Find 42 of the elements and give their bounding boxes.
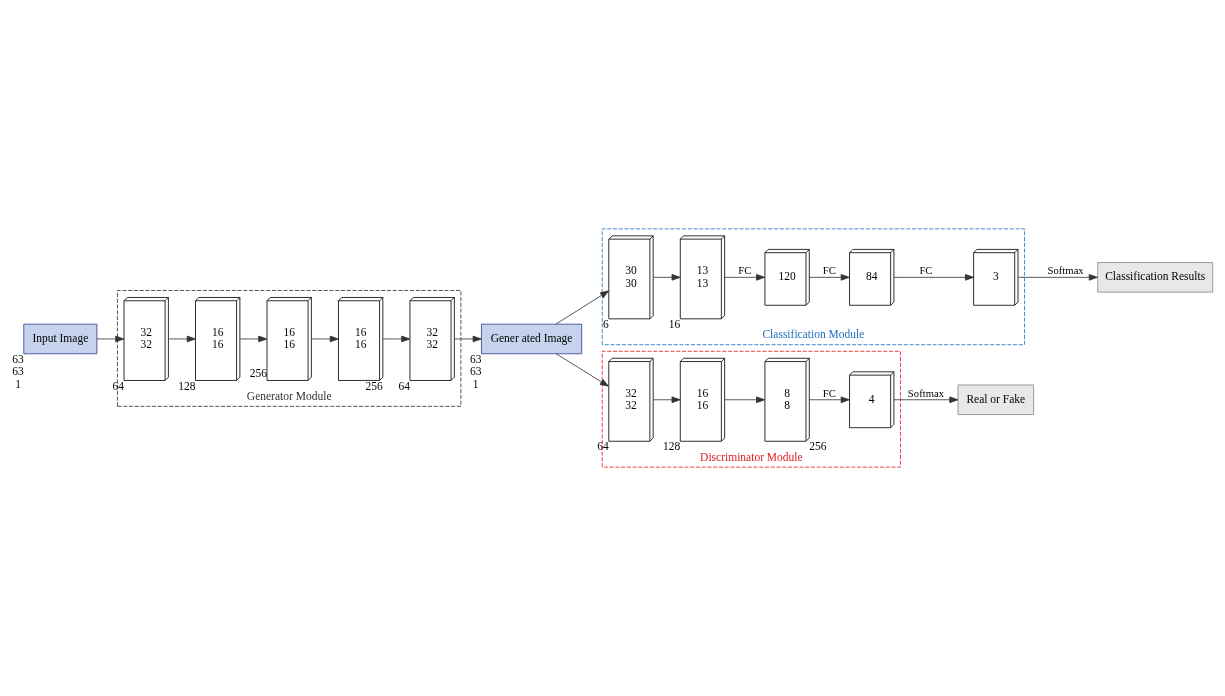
- arrow: [239, 335, 268, 343]
- node-label: 256: [809, 440, 827, 453]
- node-box: Classification Results: [1097, 262, 1214, 293]
- arrow: [893, 396, 959, 404]
- arrow: [893, 274, 974, 281]
- node-label: 6: [603, 318, 609, 331]
- arrow: [555, 353, 609, 387]
- arrow: [808, 396, 850, 404]
- node-label: 63: [469, 352, 482, 365]
- arrow: [724, 274, 766, 281]
- node-label: 63: [12, 352, 24, 365]
- node-label: 63: [469, 365, 482, 378]
- node-label: 256: [249, 367, 267, 380]
- node-box: Real or Fake: [957, 384, 1034, 415]
- edge-label: FC: [919, 264, 933, 277]
- node-label: 64: [398, 379, 410, 392]
- arrow: [653, 396, 681, 404]
- node-box: Input Image: [23, 323, 98, 355]
- arrow: [1017, 274, 1098, 281]
- node-label: 128: [178, 379, 196, 392]
- node-label: 64: [112, 379, 125, 392]
- arrow: [311, 335, 339, 343]
- node-label: 256: [365, 379, 383, 392]
- arrow: [168, 335, 196, 343]
- edge-label: FC: [822, 264, 836, 277]
- node-box: Gener ated Image: [481, 323, 583, 355]
- arrow: [653, 274, 681, 281]
- node-label: 128: [663, 440, 681, 453]
- arrow: [382, 335, 411, 343]
- arrow: [724, 396, 766, 404]
- edge-label: Softmax: [1047, 264, 1084, 277]
- arrow: [96, 335, 125, 343]
- arrow: [555, 290, 610, 325]
- arrow: [808, 274, 850, 281]
- node-label: 1: [472, 377, 479, 390]
- edge-label: Softmax: [907, 386, 945, 399]
- edge-label: FC: [822, 386, 836, 399]
- arrow: [454, 335, 482, 343]
- node-label: 63: [12, 365, 24, 378]
- node-label: 1: [15, 377, 21, 390]
- edge-label: FC: [738, 264, 752, 277]
- node-label: 16: [668, 318, 681, 331]
